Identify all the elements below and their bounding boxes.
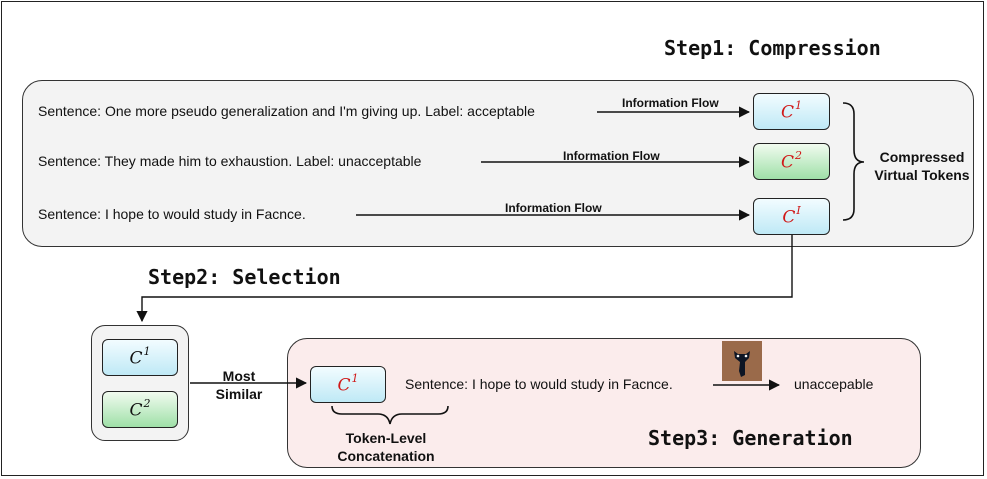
generation-panel — [287, 338, 921, 468]
compressed-tokens-label-line1: Compressed — [879, 149, 965, 165]
token-level-concatenation-line1: Token-Level — [345, 430, 427, 446]
virtual-token-ci: CI — [753, 198, 830, 235]
step3-title: Step3: Generation — [648, 426, 853, 450]
compression-sentence-2: Sentence: They made him to exhaustion. L… — [38, 153, 422, 169]
step1-title: Step1: Compression — [664, 36, 881, 60]
information-flow-label-1: Information Flow — [622, 96, 719, 110]
token-level-concatenation-label: Token-Level Concatenation — [316, 429, 456, 465]
information-flow-label-3: Information Flow — [505, 201, 602, 215]
virtual-token-c1: C1 — [753, 93, 830, 130]
generation-output: unaccepable — [794, 376, 874, 392]
selection-arrow — [136, 235, 793, 323]
most-similar-label-line1: Most — [222, 368, 256, 384]
compressed-tokens-brace — [842, 102, 865, 221]
information-flow-label-2: Information Flow — [563, 149, 660, 163]
compression-sentence-3: Sentence: I hope to would study in Facnc… — [38, 206, 306, 222]
compressed-tokens-label-line2: Virtual Tokens — [874, 167, 970, 183]
compression-sentence-1: Sentence: One more pseudo generalization… — [38, 103, 535, 119]
virtual-token-c2: C2 — [753, 143, 830, 180]
most-similar-label: Most Similar — [206, 367, 272, 403]
selected-token-c1: C1 — [102, 339, 178, 376]
compressed-tokens-label: Compressed Virtual Tokens — [862, 148, 982, 184]
selected-token-c2: C2 — [102, 391, 178, 428]
generation-token-c1: C1 — [310, 366, 386, 403]
token-level-concatenation-line2: Concatenation — [337, 448, 435, 464]
llm-model-icon — [722, 341, 762, 381]
step2-title: Step2: Selection — [148, 265, 341, 289]
most-similar-label-line2: Similar — [215, 386, 263, 402]
generation-sentence: Sentence: I hope to would study in Facnc… — [405, 376, 673, 392]
concatenation-brace — [331, 405, 449, 425]
